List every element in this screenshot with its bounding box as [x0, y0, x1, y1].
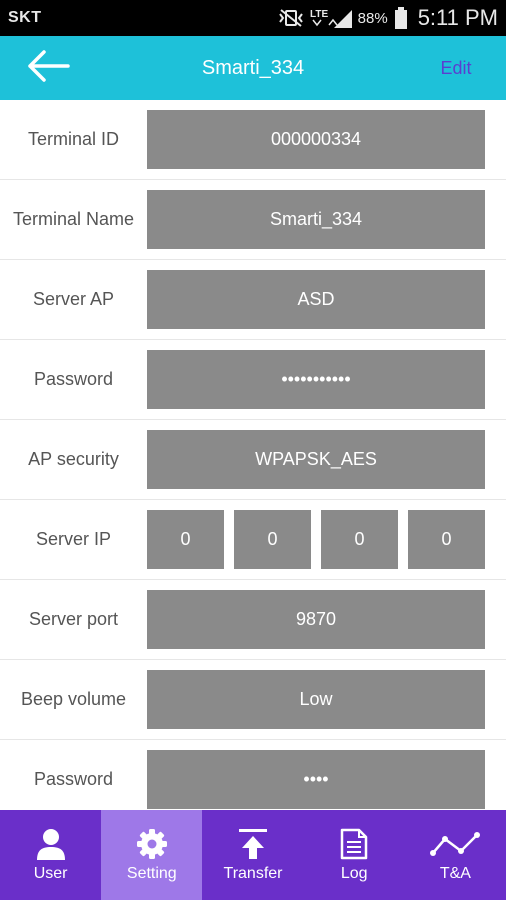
ap-security-label: AP security [28, 449, 119, 469]
server-ip-octet-3[interactable]: 0 [321, 510, 398, 569]
nav-item-transfer[interactable]: Transfer [202, 810, 303, 900]
bottom-nav: User Setting Transfer [0, 810, 506, 900]
nav-label-transfer: Transfer [223, 865, 283, 882]
nav-item-log[interactable]: Log [304, 810, 405, 900]
password-field[interactable]: ••••••••••• [147, 350, 485, 409]
ap-security-field[interactable]: WPAPSK_AES [147, 430, 485, 489]
beep-volume-field[interactable]: Low [147, 670, 485, 729]
network-type: LTE [310, 9, 328, 20]
status-icons: LTE 88% 5:11 PM [278, 5, 498, 31]
battery-icon [394, 7, 408, 29]
nav-item-setting[interactable]: Setting [101, 810, 203, 900]
terminal-id-field[interactable]: 000000334 [147, 110, 485, 169]
server-ap-field[interactable]: ASD [147, 270, 485, 329]
nav-label-user: User [33, 865, 68, 882]
settings-form: Terminal ID 000000334 Terminal Name Smar… [0, 100, 506, 810]
clock: 5:11 PM [417, 5, 498, 30]
password2-row: Password •••• [0, 740, 506, 810]
server-ip-row: Server IP 0 0 0 0 [0, 500, 506, 580]
terminal-name-row: Terminal Name Smarti_334 [0, 180, 506, 260]
password2-label: Password [33, 769, 114, 789]
server-port-row: Server port 9870 [0, 580, 506, 660]
server-ip-octet-2[interactable]: 0 [234, 510, 311, 569]
server-ip-octet-1[interactable]: 0 [147, 510, 224, 569]
app-bar: Smarti_334 Edit [0, 36, 506, 100]
nav-label-ta: T&A [439, 865, 471, 882]
terminal-id-label: Terminal ID [27, 129, 120, 149]
carrier-name: SKT [8, 9, 42, 26]
battery-percent: 88% [357, 9, 388, 27]
nav-item-ta[interactable]: T&A [405, 810, 506, 900]
line-chart-icon [429, 827, 481, 861]
edit-button[interactable]: Edit [440, 57, 472, 78]
server-port-label: Server port [28, 609, 119, 629]
nav-item-user[interactable]: User [0, 810, 101, 900]
lte-signal-icon: LTE [310, 7, 352, 29]
server-ap-row: Server AP ASD [0, 260, 506, 340]
beep-volume-label: Beep volume [20, 689, 127, 709]
password-row: Password ••••••••••• [0, 340, 506, 420]
beep-volume-row: Beep volume Low [0, 660, 506, 740]
nav-label-setting: Setting [126, 865, 177, 882]
ap-security-row: AP security WPAPSK_AES [0, 420, 506, 500]
upload-icon [238, 827, 268, 861]
back-button[interactable] [0, 36, 96, 100]
server-ip-label: Server IP [35, 529, 112, 549]
terminal-name-field[interactable]: Smarti_334 [147, 190, 485, 249]
vibrate-mute-icon [278, 9, 304, 27]
server-ip-fields: 0 0 0 0 [147, 510, 485, 569]
password2-field[interactable]: •••• [147, 750, 485, 809]
server-ip-octet-4[interactable]: 0 [408, 510, 485, 569]
document-icon [340, 827, 368, 861]
server-port-field[interactable]: 9870 [147, 590, 485, 649]
password-label: Password [33, 369, 114, 389]
arrow-left-icon [26, 49, 70, 87]
gear-icon [136, 827, 168, 861]
server-ap-label: Server AP [32, 289, 115, 309]
page-title: Smarti_334 [201, 56, 305, 79]
user-icon [36, 827, 66, 861]
terminal-id-row: Terminal ID 000000334 [0, 100, 506, 180]
nav-label-log: Log [340, 865, 368, 882]
terminal-name-label: Terminal Name [12, 209, 135, 229]
status-bar: SKT LTE 88% 5:11 PM [0, 0, 506, 36]
